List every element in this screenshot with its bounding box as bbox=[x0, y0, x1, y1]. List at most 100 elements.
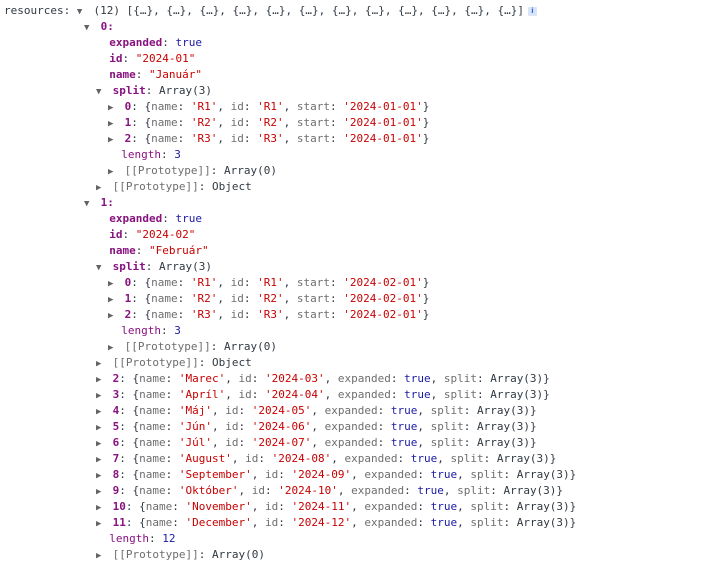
split-item-0[interactable]: ▶ 0: {name: 'R1', id: 'R1', start: '2024… bbox=[108, 99, 429, 115]
triangle-right-icon[interactable]: ▶ bbox=[108, 119, 114, 129]
array-item-7[interactable]: ▶ 7: {name: 'August', id: '2024-08', exp… bbox=[96, 451, 556, 467]
triangle-right-icon[interactable]: ▶ bbox=[96, 359, 102, 369]
split-item-1[interactable]: ▶ 1: {name: 'R2', id: 'R2', start: '2024… bbox=[108, 291, 429, 307]
colon: : bbox=[264, 484, 279, 497]
comma: , bbox=[212, 420, 226, 433]
colon: : bbox=[165, 404, 179, 417]
preview-key: name bbox=[145, 516, 173, 529]
preview-value: true bbox=[404, 372, 431, 385]
array-item-1[interactable]: ▼ 1: bbox=[84, 195, 114, 211]
comma: , bbox=[430, 372, 444, 385]
preview-key: name bbox=[139, 468, 166, 481]
brace: : { bbox=[125, 516, 146, 529]
preview-key: id bbox=[245, 452, 259, 465]
triangle-right-icon[interactable]: ▶ bbox=[96, 375, 102, 385]
triangle-down-icon[interactable]: ▼ bbox=[84, 23, 90, 33]
array-prototype[interactable]: ▶ [[Prototype]]: Array(0) bbox=[96, 547, 265, 563]
split-item-2[interactable]: ▶ 2: {name: 'R3', id: 'R3', start: '2024… bbox=[108, 307, 429, 323]
triangle-right-icon[interactable]: ▶ bbox=[96, 471, 102, 481]
comma: , bbox=[417, 404, 431, 417]
comma: , bbox=[231, 452, 246, 465]
comma: , bbox=[324, 372, 338, 385]
split-item-1[interactable]: ▶ 1: {name: 'R2', id: 'R2', start: '2024… bbox=[108, 115, 429, 131]
preview-key: id bbox=[238, 372, 252, 385]
preview-value: true bbox=[430, 500, 458, 513]
triangle-right-icon[interactable]: ▶ bbox=[96, 455, 102, 465]
triangle-right-icon[interactable]: ▶ bbox=[96, 551, 102, 561]
triangle-right-icon[interactable]: ▶ bbox=[96, 503, 102, 513]
triangle-right-icon[interactable]: ▶ bbox=[108, 311, 114, 321]
preview-key: expanded bbox=[364, 468, 418, 481]
info-icon[interactable]: i bbox=[527, 7, 537, 16]
array-item-5[interactable]: ▶ 5: {name: 'Jún', id: '2024-06', expand… bbox=[96, 419, 537, 435]
colon: : bbox=[177, 276, 191, 289]
brace: } bbox=[422, 116, 430, 129]
triangle-down-icon[interactable]: ▼ bbox=[84, 199, 90, 209]
comma: , bbox=[311, 436, 325, 449]
preview-value: : Array(3)} bbox=[463, 420, 537, 433]
preview-key: start bbox=[296, 100, 330, 113]
item-index: 0 bbox=[118, 276, 132, 289]
item-index: 6 bbox=[106, 436, 120, 449]
triangle-right-icon[interactable]: ▶ bbox=[96, 487, 102, 497]
triangle-right-icon[interactable]: ▶ bbox=[108, 103, 114, 113]
preview-key: expanded bbox=[351, 484, 405, 497]
triangle-down-icon[interactable]: ▼ bbox=[96, 263, 102, 273]
triangle-down-icon[interactable]: ▼ bbox=[96, 87, 102, 97]
triangle-right-icon[interactable]: ▶ bbox=[108, 343, 114, 353]
item-index: 0 bbox=[118, 100, 132, 113]
property-value: "Január" bbox=[149, 68, 202, 81]
triangle-right-icon[interactable]: ▶ bbox=[96, 391, 102, 401]
split-item-2[interactable]: ▶ 2: {name: 'R3', id: 'R3', start: '2024… bbox=[108, 131, 429, 147]
array-item-8[interactable]: ▶ 8: {name: 'September', id: '2024-09', … bbox=[96, 467, 576, 483]
split-item-0[interactable]: ▶ 0: {name: 'R1', id: 'R1', start: '2024… bbox=[108, 275, 429, 291]
property-split[interactable]: ▼ split: Array(3) bbox=[96, 83, 212, 99]
array-item-6[interactable]: ▶ 6: {name: 'Júl', id: '2024-07', expand… bbox=[96, 435, 537, 451]
array-item-9[interactable]: ▶ 9: {name: 'Október', id: '2024-10', ex… bbox=[96, 483, 563, 499]
prototype-value: : Array(0) bbox=[210, 340, 277, 353]
preview-key: id bbox=[264, 500, 279, 513]
root-row[interactable]: resources: ▼ (12) [{…}, {…}, {…}, {…}, {… bbox=[4, 3, 537, 19]
brace: : { bbox=[119, 436, 140, 449]
triangle-right-icon[interactable]: ▶ bbox=[96, 439, 102, 449]
comma: , bbox=[430, 388, 444, 401]
array-item-10[interactable]: ▶ 10: {name: 'November', id: '2024-11', … bbox=[96, 499, 576, 515]
array-item-2[interactable]: ▶ 2: {name: 'Marec', id: '2024-03', expa… bbox=[96, 371, 550, 387]
triangle-right-icon[interactable]: ▶ bbox=[96, 423, 102, 433]
item-prototype[interactable]: ▶ [[Prototype]]: Object bbox=[96, 179, 252, 195]
item-index: 2 bbox=[118, 132, 132, 145]
root-summary: (12) [{…}, {…}, {…}, {…}, {…}, {…}, {…},… bbox=[86, 4, 524, 17]
array-item-3[interactable]: ▶ 3: {name: 'Apríl', id: '2024-04', expa… bbox=[96, 387, 550, 403]
brace: : { bbox=[119, 404, 140, 417]
triangle-right-icon[interactable]: ▶ bbox=[96, 519, 102, 529]
item-index: 8 bbox=[106, 468, 120, 481]
array-item-4[interactable]: ▶ 4: {name: 'Máj', id: '2024-05', expand… bbox=[96, 403, 537, 419]
preview-key: name bbox=[139, 436, 166, 449]
triangle-right-icon[interactable]: ▶ bbox=[108, 279, 114, 289]
property-key: id bbox=[109, 52, 123, 65]
brace: } bbox=[422, 100, 430, 113]
array-item-11[interactable]: ▶ 11: {name: 'December', id: '2024-12', … bbox=[96, 515, 576, 531]
split-prototype[interactable]: ▶ [[Prototype]]: Array(0) bbox=[108, 339, 277, 355]
preview-value: 'R3' bbox=[257, 132, 284, 145]
preview-value: true bbox=[390, 436, 418, 449]
item-prototype[interactable]: ▶ [[Prototype]]: Object bbox=[96, 355, 252, 371]
preview-value: : Array(3)} bbox=[476, 372, 550, 385]
triangle-down-icon[interactable]: ▼ bbox=[76, 7, 83, 17]
triangle-right-icon[interactable]: ▶ bbox=[108, 167, 114, 177]
property-split[interactable]: ▼ split: Array(3) bbox=[96, 259, 212, 275]
triangle-right-icon[interactable]: ▶ bbox=[108, 135, 114, 145]
preview-value: '2024-12' bbox=[291, 516, 352, 529]
split-prototype[interactable]: ▶ [[Prototype]]: Array(0) bbox=[108, 163, 277, 179]
brace: } bbox=[422, 276, 430, 289]
triangle-right-icon[interactable]: ▶ bbox=[96, 407, 102, 417]
brace: : { bbox=[119, 420, 140, 433]
array-item-0[interactable]: ▼ 0: bbox=[84, 19, 114, 35]
colon: : bbox=[330, 276, 344, 289]
colon: : bbox=[161, 324, 175, 337]
preview-key: name bbox=[151, 100, 178, 113]
triangle-right-icon[interactable]: ▶ bbox=[108, 295, 114, 305]
triangle-right-icon[interactable]: ▶ bbox=[96, 183, 102, 193]
colon: : bbox=[243, 308, 258, 321]
brace: : { bbox=[119, 452, 140, 465]
